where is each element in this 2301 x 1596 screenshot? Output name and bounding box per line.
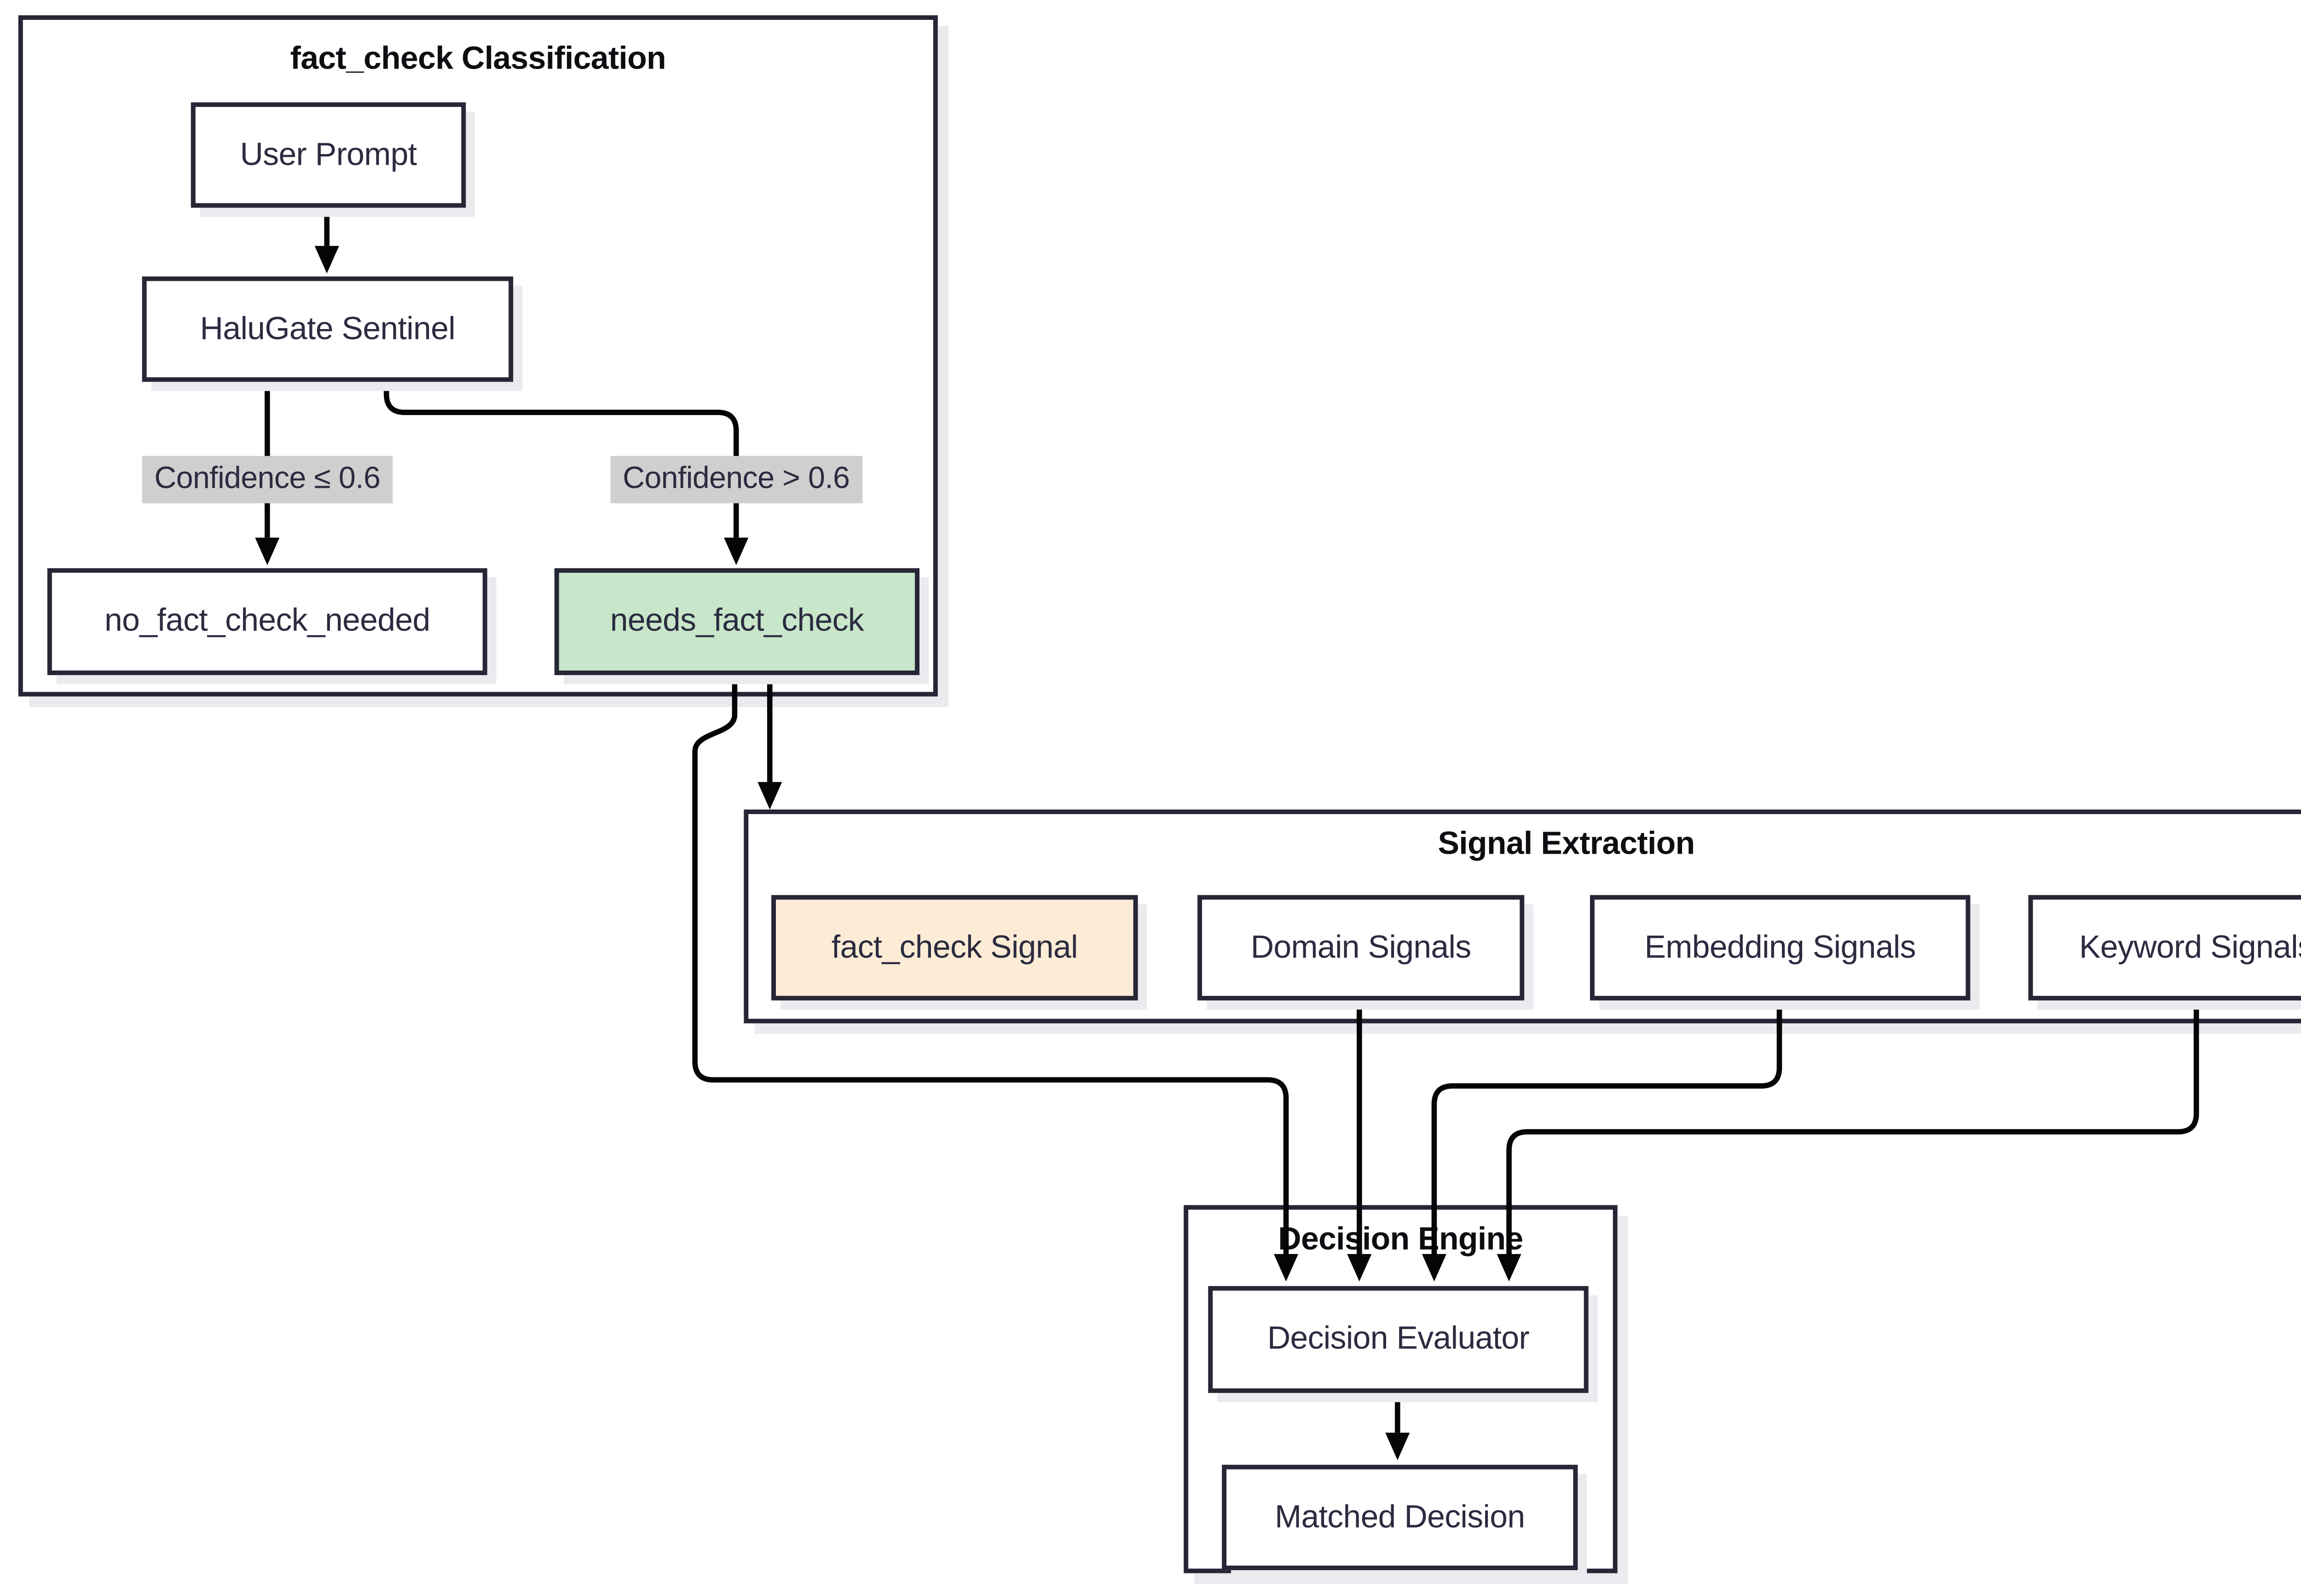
node-halugate-sentinel: HaluGate Sentinel <box>142 276 514 382</box>
edge-halugate-to-needsfactcheck <box>383 382 739 538</box>
arrowhead-needsfactcheck-to-evaluator <box>1273 1254 1299 1282</box>
arrowhead-evaluator-to-matcheddecision <box>1385 1433 1410 1460</box>
arrowhead-domainsignals-to-evaluator <box>1347 1254 1372 1282</box>
node-user-prompt: User Prompt <box>191 102 466 208</box>
node-needs-fact-check: needs_fact_check <box>554 568 919 675</box>
subgraph-title-fact-check-classification: fact_check Classification <box>290 41 666 76</box>
node-no-fact-check-needed: no_fact_check_needed <box>47 568 487 675</box>
node-matched-decision: Matched Decision <box>1222 1464 1578 1570</box>
edge-embeddingsignals-to-evaluator <box>1431 1000 1782 1256</box>
edge-label-confidence-high: Confidence > 0.6 <box>610 456 862 503</box>
arrowhead-halugate-to-nofactcheck <box>255 538 280 565</box>
edge-label-confidence-low: Confidence ≤ 0.6 <box>142 456 393 503</box>
subgraph-title-decision-engine: Decision Engine <box>1278 1222 1523 1257</box>
arrowhead-userprompt-to-halugate <box>314 246 339 274</box>
node-embedding-signals: Embedding Signals <box>1590 895 1971 1000</box>
node-fact-check-signal: fact_check Signal <box>771 895 1138 1000</box>
node-decision-evaluator: Decision Evaluator <box>1208 1286 1589 1393</box>
arrowhead-needsfactcheck-to-signalextraction <box>757 782 782 810</box>
edge-keywordsignals-to-evaluator <box>1506 1000 2199 1256</box>
arrowhead-halugate-to-needsfactcheck <box>724 538 749 565</box>
arrowhead-keywordsignals-to-evaluator <box>1497 1254 1521 1282</box>
node-keyword-signals: Keyword Signals <box>2028 895 2301 1000</box>
node-domain-signals: Domain Signals <box>1197 895 1525 1000</box>
edge-needsfactcheck-to-evaluator <box>692 675 1289 1256</box>
arrowhead-embeddingsignals-to-evaluator <box>1422 1254 1446 1282</box>
subgraph-title-signal-extraction: Signal Extraction <box>1438 826 1695 862</box>
